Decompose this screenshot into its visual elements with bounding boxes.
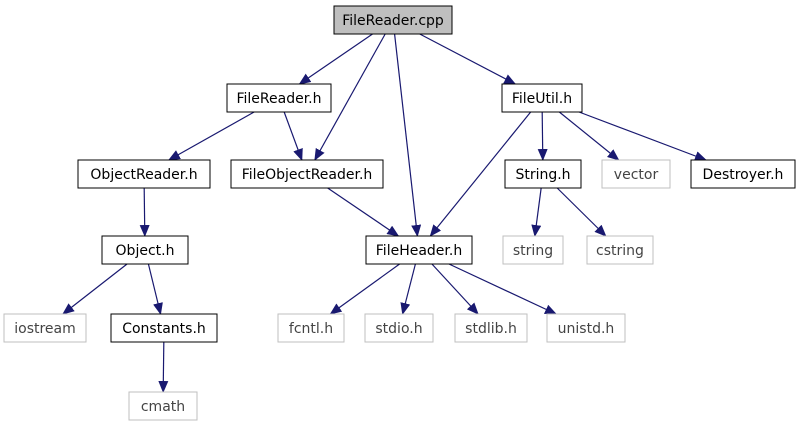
- node-constants-h[interactable]: Constants.h: [110, 313, 218, 343]
- edge-filereader_cpp-to-fileutil_h: [419, 33, 517, 85]
- node-label: Destroyer.h: [703, 167, 784, 183]
- node-label: FileHeader.h: [376, 243, 462, 259]
- node-label: cstring: [596, 243, 644, 259]
- node-box: [502, 235, 564, 265]
- node-box: [364, 313, 434, 343]
- edge-string_h-to-string: [531, 187, 542, 237]
- edge-objectreader_h-to-object_h: [139, 187, 150, 237]
- node-box: [128, 391, 198, 421]
- node-label: String.h: [515, 167, 570, 183]
- node-box: [546, 313, 626, 343]
- node-box: [3, 313, 87, 343]
- node-iostream: iostream: [3, 313, 87, 343]
- edge-constants_h-to-cmath: [158, 341, 169, 393]
- node-label: Constants.h: [122, 321, 206, 337]
- edge-filereader_cpp-to-fileheader_h: [393, 33, 422, 237]
- edge-fileutil_h-to-string_h: [537, 111, 548, 161]
- node-label: FileObjectReader.h: [242, 167, 373, 183]
- node-box: [277, 313, 345, 343]
- node-fileutil-h[interactable]: FileUtil.h: [501, 83, 583, 113]
- node-label: vector: [614, 167, 659, 183]
- node-label: stdio.h: [375, 321, 422, 337]
- node-label: FileUtil.h: [512, 91, 572, 107]
- node-fileobjectreader-h[interactable]: FileObjectReader.h: [230, 159, 384, 189]
- node-fileheader-h[interactable]: FileHeader.h: [365, 235, 473, 265]
- edge-fileutil_h-to-fileheader_h: [429, 111, 532, 237]
- node-label: string: [513, 243, 553, 259]
- node-filereader-h[interactable]: FileReader.h: [226, 83, 332, 113]
- node-label: cmath: [141, 399, 185, 415]
- node-cstring: cstring: [586, 235, 654, 265]
- edge-object_h-to-constants_h: [147, 263, 163, 315]
- edge-fileobjectreader_h-to-fileheader_h: [327, 187, 400, 237]
- node-label: FileReader.cpp: [342, 13, 444, 29]
- node-label: Object.h: [116, 243, 175, 259]
- node-box: [226, 83, 332, 113]
- node-label: ObjectReader.h: [90, 167, 197, 183]
- edge-fileheader_h-to-fcntl_h: [329, 263, 400, 315]
- edges-layer: [62, 33, 707, 393]
- node-box: [601, 159, 671, 189]
- node-fcntl-h: fcntl.h: [277, 313, 345, 343]
- edge-filereader_cpp-to-filereader_h: [298, 33, 373, 85]
- node-destroyer-h[interactable]: Destroyer.h: [690, 159, 796, 189]
- node-box: [504, 159, 582, 189]
- edge-fileutil_h-to-vector: [558, 111, 620, 161]
- edge-string_h-to-cstring: [556, 187, 607, 237]
- node-stdlib-h: stdlib.h: [454, 313, 528, 343]
- node-box: [101, 235, 189, 265]
- node-label: unistd.h: [558, 321, 615, 337]
- node-box: [77, 159, 211, 189]
- node-box: [454, 313, 528, 343]
- edge-fileutil_h-to-destroyer_h: [578, 111, 707, 161]
- edge-filereader_cpp-to-fileobjectreader_h: [314, 33, 386, 161]
- node-box: [110, 313, 218, 343]
- node-box: [230, 159, 384, 189]
- node-string-h[interactable]: String.h: [504, 159, 582, 189]
- node-box: [690, 159, 796, 189]
- node-label: iostream: [14, 321, 76, 337]
- edge-object_h-to-iostream: [62, 263, 128, 315]
- node-stdio-h: stdio.h: [364, 313, 434, 343]
- node-box: [586, 235, 654, 265]
- node-objectreader-h[interactable]: ObjectReader.h: [77, 159, 211, 189]
- node-box: [365, 235, 473, 265]
- edge-fileheader_h-to-stdlib_h: [431, 263, 479, 315]
- edge-fileheader_h-to-stdio_h: [400, 263, 416, 315]
- node-box: [501, 83, 583, 113]
- node-vector: vector: [601, 159, 671, 189]
- node-unistd-h: unistd.h: [546, 313, 626, 343]
- node-string: string: [502, 235, 564, 265]
- edge-filereader_h-to-objectreader_h: [167, 111, 255, 161]
- node-box: [333, 5, 453, 35]
- node-cmath: cmath: [128, 391, 198, 421]
- node-filereader-cpp[interactable]: FileReader.cpp: [333, 5, 453, 35]
- node-label: fcntl.h: [289, 321, 333, 337]
- edge-fileheader_h-to-unistd_h: [448, 263, 557, 315]
- node-label: stdlib.h: [465, 321, 517, 337]
- node-label: FileReader.h: [236, 91, 321, 107]
- node-object-h[interactable]: Object.h: [101, 235, 189, 265]
- edge-filereader_h-to-fileobjectreader_h: [283, 111, 303, 161]
